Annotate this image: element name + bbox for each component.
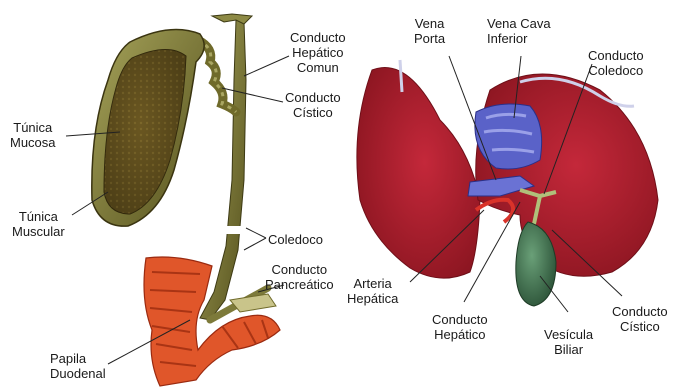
left-anatomy-illustration (92, 14, 280, 386)
label-coledoco-left: Coledoco (268, 232, 323, 247)
right-anatomy-illustration (357, 60, 658, 306)
liver-left-lobe (357, 67, 480, 278)
duct-cut-gap (226, 226, 242, 234)
ampulla (230, 294, 276, 312)
hepatic-duct-top (212, 14, 252, 24)
